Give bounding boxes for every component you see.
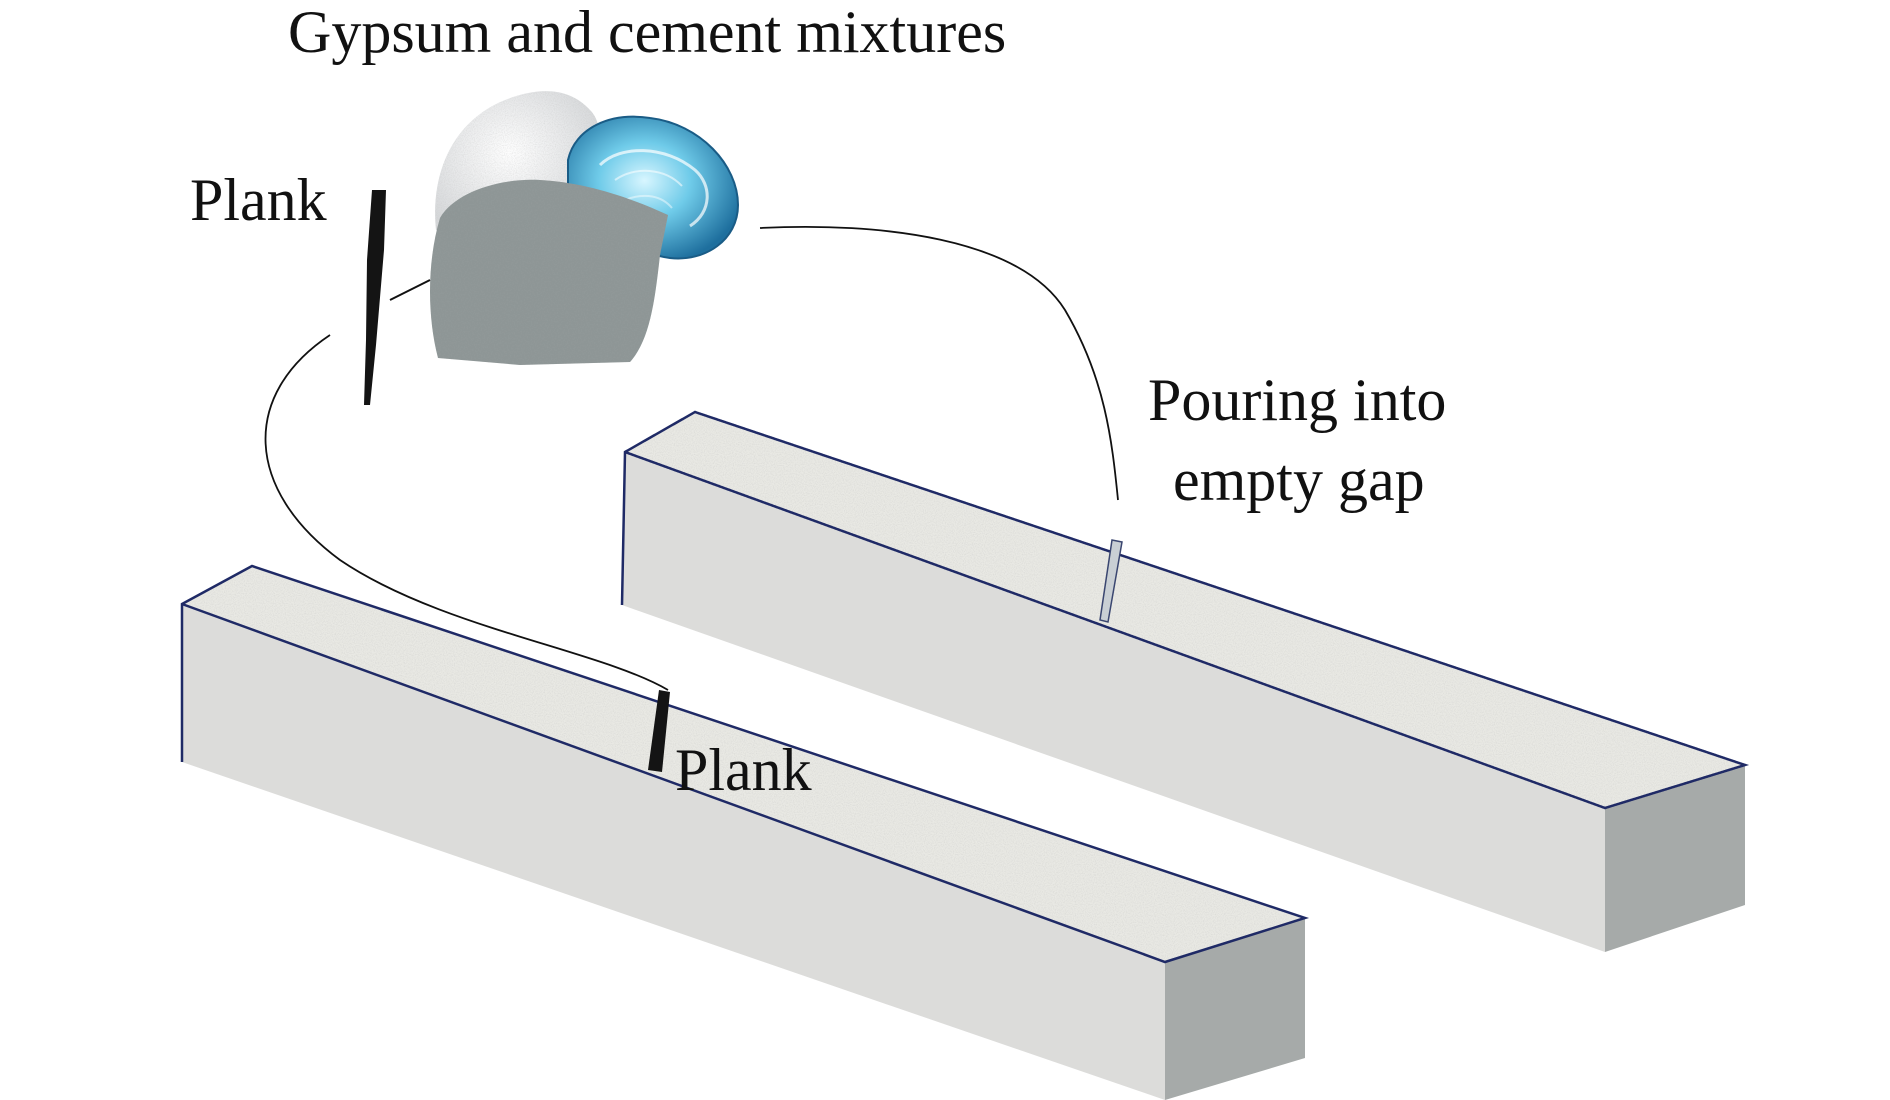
connector-mixture-to-gap [759, 225, 1119, 501]
plank-top-label: Plank [190, 167, 327, 233]
beam-left-top [182, 566, 1305, 962]
pouring-label-line1: Pouring into [1148, 367, 1446, 433]
cement-pile-icon [430, 179, 668, 365]
beam-left-end [1165, 918, 1305, 1100]
materials-group [430, 91, 740, 365]
pouring-label-line2: empty gap [1173, 447, 1425, 513]
beam-right-gap [1099, 539, 1123, 623]
plank-top-group [364, 190, 431, 405]
beam-right-front [622, 452, 1605, 952]
beam-left-front [182, 604, 1165, 1100]
beam-right-end [1605, 765, 1745, 952]
plank-icon [364, 190, 386, 405]
plank-bottom-label: Plank [675, 737, 812, 803]
beam-left [180, 564, 1310, 1100]
beam-right-top [625, 412, 1745, 808]
connector-plank-to-beam [264, 334, 669, 691]
plank-in-beam-icon [648, 690, 670, 772]
beam-right [620, 410, 1750, 952]
diagram-title: Gypsum and cement mixtures [288, 0, 1006, 65]
